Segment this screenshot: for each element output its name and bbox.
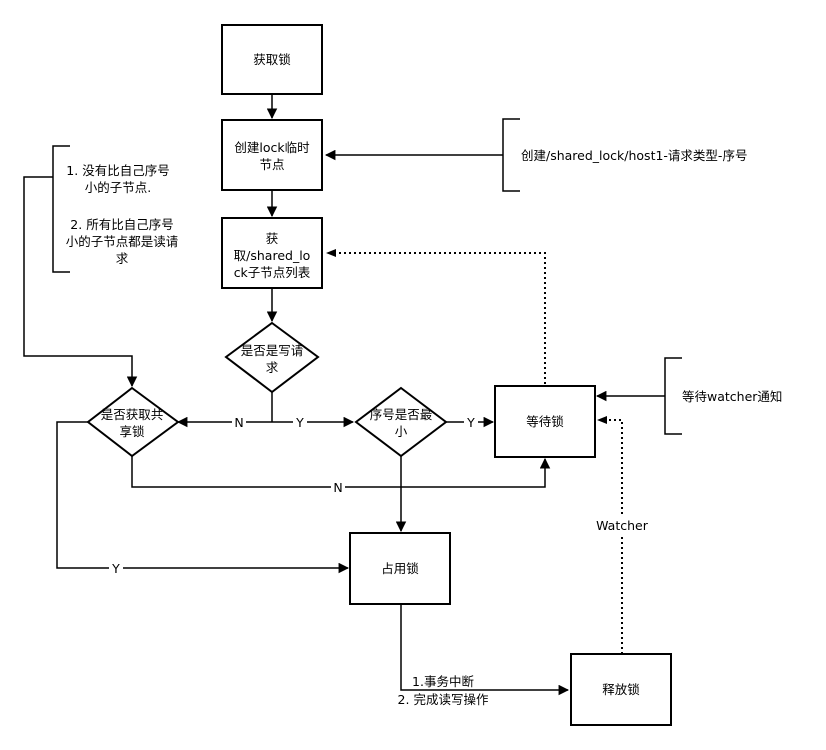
get-children-label-3: ck子节点列表 bbox=[234, 265, 311, 280]
edge-label-n-left: N bbox=[234, 415, 243, 430]
wait-lock-box bbox=[494, 385, 596, 458]
edge-hold-release bbox=[400, 604, 570, 696]
hold-lock-box bbox=[349, 532, 451, 605]
bracket-conditions bbox=[52, 145, 70, 273]
release-reason-2: 2. 完成读写操作 bbox=[398, 692, 489, 707]
acquire-lock-box bbox=[221, 24, 323, 95]
acquire-lock-label: 获取锁 bbox=[253, 52, 291, 67]
condition-1-line-2: 小的子节点. bbox=[85, 180, 151, 195]
release-reason-1: 1.事务中断 bbox=[412, 674, 474, 689]
arrowhead-wait bbox=[597, 416, 607, 424]
condition-1-line-1: 1. 没有比自己序号 bbox=[66, 163, 169, 178]
can-share-label-1: 是否获取共 bbox=[101, 407, 164, 422]
condition-2-line-1: 2. 所有比自己序号 bbox=[70, 217, 173, 232]
get-children-label-2: 取/shared_lo bbox=[234, 248, 311, 263]
can-share-diamond bbox=[86, 386, 180, 458]
create-node-box bbox=[221, 119, 323, 191]
is-write-label-2: 求 bbox=[266, 360, 279, 375]
edge-canshare-hold bbox=[56, 421, 350, 574]
bracket-node-path bbox=[502, 118, 520, 192]
arrowhead-getlist bbox=[326, 249, 336, 257]
wait-lock-label: 等待锁 bbox=[526, 414, 564, 429]
can-share-label-2: 享锁 bbox=[119, 424, 145, 439]
release-lock-box bbox=[570, 653, 672, 726]
release-lock-label: 释放锁 bbox=[602, 682, 640, 697]
is-min-diamond bbox=[354, 386, 448, 458]
get-children-box bbox=[221, 217, 323, 289]
edge-label-n-bottom: N bbox=[333, 480, 342, 495]
node-path-note: 创建/shared_lock/host1-请求类型-序号 bbox=[521, 148, 747, 163]
edge-label-y-bottom: Y bbox=[111, 561, 120, 576]
hold-lock-label: 占用锁 bbox=[381, 561, 419, 576]
edge-condition-canshare bbox=[23, 176, 138, 388]
edge-wait-getlist-dotted bbox=[330, 252, 546, 384]
is-min-label-2: 小 bbox=[395, 424, 408, 439]
is-min-label-1: 序号是否最 bbox=[370, 407, 433, 422]
bracket-wait-notify bbox=[664, 357, 682, 435]
condition-2-line-3: 求 bbox=[116, 251, 129, 266]
create-node-label-2: 节点 bbox=[259, 157, 284, 172]
edge-label-y-wait: Y bbox=[466, 415, 475, 430]
edge-release-wait-dotted bbox=[601, 419, 623, 654]
is-write-diamond bbox=[224, 321, 320, 394]
wait-notify-note: 等待watcher通知 bbox=[682, 389, 782, 404]
edge-label-y-right: Y bbox=[295, 415, 304, 430]
is-write-label-1: 是否是写请 bbox=[241, 343, 304, 358]
get-children-label-1: 获 bbox=[266, 231, 279, 246]
create-node-label-1: 创建lock临时 bbox=[234, 140, 310, 155]
condition-2-line-2: 小的子节点都是读请 bbox=[66, 234, 179, 249]
edge-label-watcher: Watcher bbox=[596, 518, 649, 533]
